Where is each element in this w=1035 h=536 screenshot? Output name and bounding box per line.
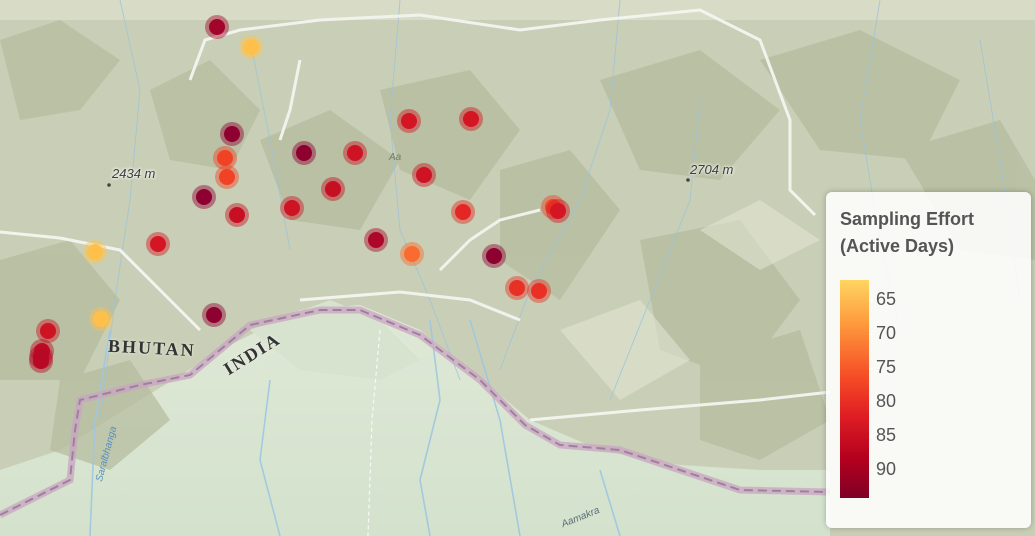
legend-tick-label: 65	[876, 289, 897, 309]
station-marker[interactable]	[486, 248, 502, 264]
river-label: Aa	[389, 152, 402, 163]
station-marker[interactable]	[33, 349, 49, 365]
station-marker[interactable]	[87, 244, 103, 260]
legend-tick-mark	[869, 436, 873, 437]
legend-title-line: Sampling Effort	[840, 209, 974, 229]
station-marker[interactable]	[463, 111, 479, 127]
station-marker[interactable]	[509, 280, 525, 296]
elevation-label: 2704 m	[690, 162, 734, 177]
legend-tick-mark	[869, 402, 873, 403]
station-marker[interactable]	[368, 232, 384, 248]
station-marker[interactable]	[284, 200, 300, 216]
legend-tick-label: 85	[876, 425, 897, 445]
legend-title: Sampling Effort (Active Days)	[840, 206, 974, 260]
station-marker[interactable]	[217, 150, 233, 166]
legend-tick-label: 80	[876, 391, 897, 411]
station-marker[interactable]	[150, 236, 166, 252]
station-marker[interactable]	[206, 307, 222, 323]
elevation-label: 2434 m	[112, 166, 156, 181]
station-marker[interactable]	[531, 283, 547, 299]
station-marker[interactable]	[401, 113, 417, 129]
legend-title-line: (Active Days)	[840, 236, 955, 256]
map-legend: Sampling Effort (Active Days) 65 70 75 8…	[826, 192, 1031, 528]
station-marker[interactable]	[416, 167, 432, 183]
station-marker[interactable]	[219, 169, 235, 185]
station-marker[interactable]	[93, 311, 109, 327]
station-marker[interactable]	[224, 126, 240, 142]
legend-tick-mark	[869, 470, 873, 471]
station-marker[interactable]	[455, 204, 471, 220]
station-marker[interactable]	[243, 39, 259, 55]
station-marker[interactable]	[347, 145, 363, 161]
station-marker[interactable]	[40, 323, 56, 339]
station-marker[interactable]	[404, 246, 420, 262]
legend-tick-label: 90	[876, 459, 897, 479]
legend-tick-label: 70	[876, 323, 897, 343]
legend-tick-mark	[869, 368, 873, 369]
legend-tick-label: 75	[876, 357, 897, 377]
legend-tick-mark	[869, 334, 873, 335]
station-marker[interactable]	[550, 203, 566, 219]
station-marker[interactable]	[209, 19, 225, 35]
legend-color-ramp	[840, 280, 869, 498]
station-marker[interactable]	[196, 189, 212, 205]
station-marker[interactable]	[229, 207, 245, 223]
station-marker[interactable]	[296, 145, 312, 161]
legend-tick-mark	[869, 300, 873, 301]
station-marker[interactable]	[325, 181, 341, 197]
